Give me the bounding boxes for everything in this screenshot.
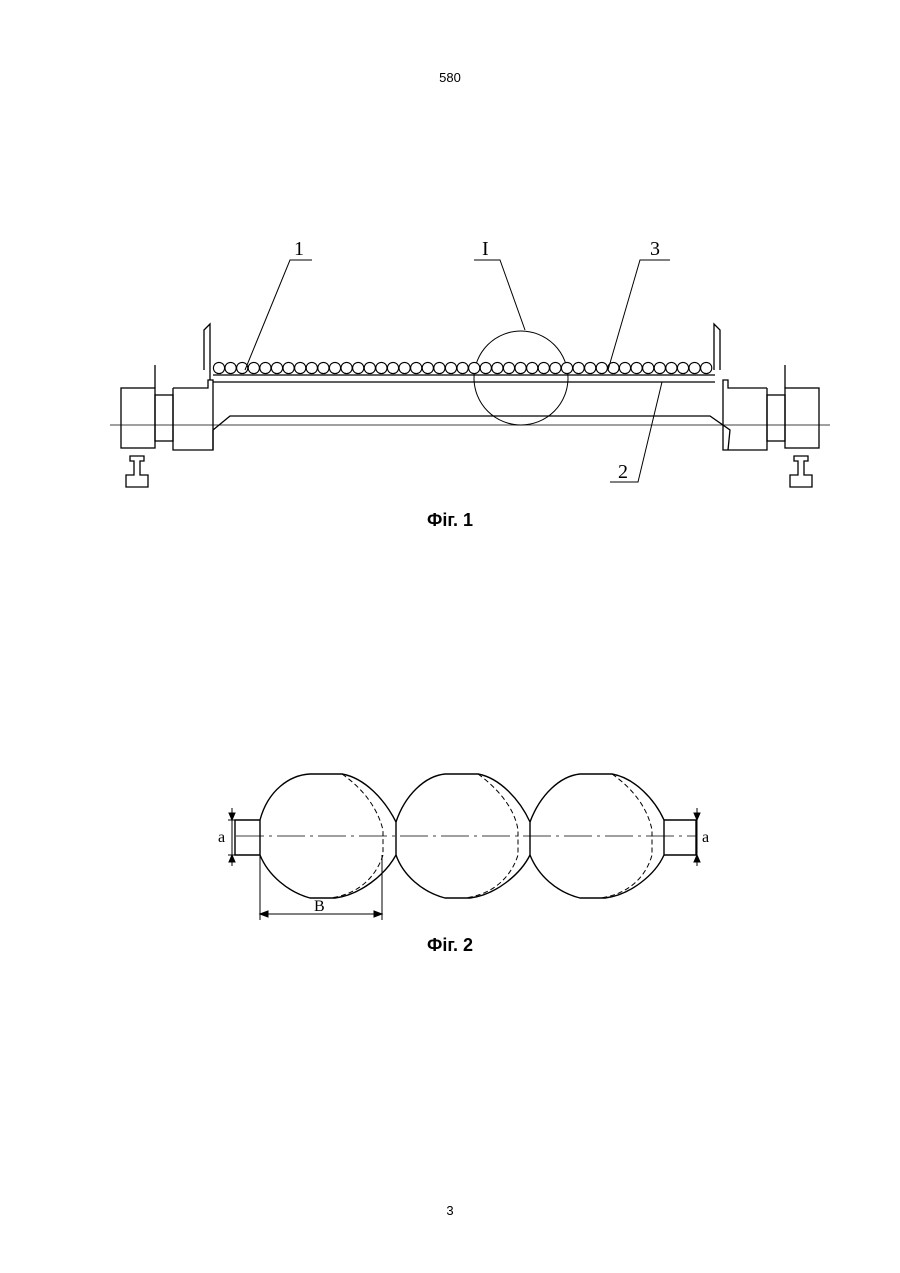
ball (399, 362, 410, 373)
right-bearing (785, 388, 819, 448)
page-footer-number: 3 (0, 1203, 900, 1218)
ball (387, 362, 398, 373)
left-shaft-end (173, 380, 213, 450)
ball (677, 362, 688, 373)
leader-I (474, 260, 525, 330)
ball (585, 362, 596, 373)
ball (434, 362, 445, 373)
ball (248, 362, 259, 373)
ball (283, 362, 294, 373)
page-header-number: 580 (0, 70, 900, 85)
callout-I: I (482, 238, 489, 260)
ball (666, 362, 677, 373)
dim-B: B (314, 898, 325, 915)
ball (225, 362, 236, 373)
figure-2-caption: Фіг. 2 (0, 935, 900, 956)
ball (573, 362, 584, 373)
right-journal (767, 395, 785, 441)
ball (654, 362, 665, 373)
callout-2: 2 (618, 461, 628, 483)
ball (329, 362, 340, 373)
ball (538, 362, 549, 373)
ball (515, 362, 526, 373)
ball (306, 362, 317, 373)
ball (550, 362, 561, 373)
ball (457, 362, 468, 373)
left-stub (235, 820, 260, 855)
dim-a-right: a (702, 829, 709, 846)
ball (596, 362, 607, 373)
right-rail (790, 456, 812, 487)
ball (364, 362, 375, 373)
ball (503, 362, 514, 373)
right-side-plate (714, 324, 720, 370)
right-stub (664, 820, 696, 855)
ball (295, 362, 306, 373)
left-side-plate (204, 324, 210, 370)
ball (631, 362, 642, 373)
ball (445, 362, 456, 373)
left-bearing (121, 388, 155, 448)
ball (561, 362, 572, 373)
figure-1-caption: Фіг. 1 (0, 510, 900, 531)
leader-3 (608, 260, 670, 370)
dim-a-left: a (218, 829, 225, 846)
ball (271, 362, 282, 373)
ball (492, 362, 503, 373)
ball (260, 362, 271, 373)
ball (318, 362, 329, 373)
ball (213, 362, 224, 373)
leader-1 (245, 260, 312, 370)
ball (527, 362, 538, 373)
ball (376, 362, 387, 373)
ball (619, 362, 630, 373)
ball (689, 362, 700, 373)
ball (701, 362, 712, 373)
callout-3: 3 (650, 238, 660, 260)
ball (341, 362, 352, 373)
ball (411, 362, 422, 373)
ball-row (213, 362, 711, 373)
ball (422, 362, 433, 373)
callout-1: 1 (294, 238, 304, 260)
ball (480, 362, 491, 373)
ball (353, 362, 364, 373)
ball (469, 362, 480, 373)
left-journal (155, 395, 173, 441)
detail-circle-I (474, 331, 568, 425)
left-rail (126, 456, 148, 487)
figure-2-drawing: a a B (0, 760, 900, 930)
ball (643, 362, 654, 373)
figure-1-drawing: 1 I 3 2 (0, 230, 900, 500)
